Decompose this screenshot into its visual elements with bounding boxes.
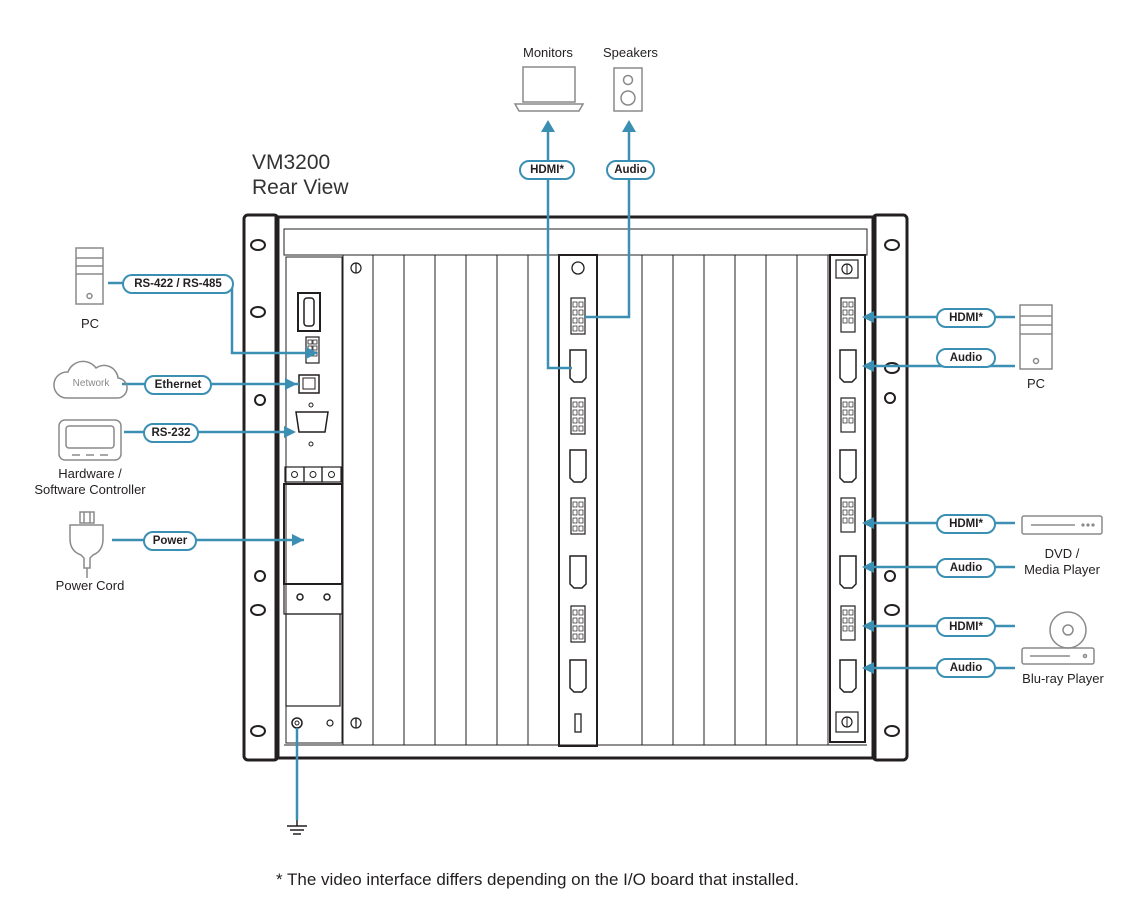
rs232-pill: RS-232 — [143, 423, 199, 443]
speakers-label: Speakers — [603, 45, 658, 60]
left-rack-ear — [242, 213, 280, 762]
hdmi-in-dvd-pill: HDMI* — [936, 514, 996, 534]
monitor-icon — [513, 66, 585, 112]
vm3200-chassis — [242, 213, 909, 762]
network-cloud-icon — [53, 360, 128, 399]
hdmi-in-pc-pill: HDMI* — [936, 308, 996, 328]
ground-icon — [287, 820, 307, 835]
hdmi-in-bluray-pill: HDMI* — [936, 617, 996, 637]
rs422-pill: RS-422 / RS-485 — [122, 274, 234, 294]
bluray-player-icon — [1021, 611, 1095, 665]
diagram-title-line1: VM3200 — [252, 151, 331, 174]
monitors-label: Monitors — [523, 45, 573, 60]
hdmi-out-line — [546, 130, 572, 370]
audio-in-pc-pill: Audio — [936, 348, 996, 368]
controller-label-line2: Software Controller — [34, 482, 146, 497]
pc-left-icon — [75, 247, 104, 305]
pc-left-label: PC — [80, 316, 100, 331]
audio-out-line — [585, 130, 631, 319]
controller-icon — [58, 419, 122, 461]
output-board — [558, 254, 598, 747]
pc-right-label: PC — [1026, 376, 1046, 391]
audio-in-dvd-pill: Audio — [936, 558, 996, 578]
dvd-label-line2: Media Player — [1024, 562, 1100, 577]
bluray-label: Blu-ray Player — [1022, 671, 1104, 686]
hdmi-in-port — [839, 349, 857, 383]
dvd-label-line1: DVD / — [1044, 546, 1080, 561]
audio-in-bluray-pill: Audio — [936, 658, 996, 678]
arrowheads — [284, 120, 874, 674]
ethernet-pill: Ethernet — [144, 375, 212, 395]
ground-terminal — [291, 717, 303, 729]
speaker-icon — [613, 67, 643, 112]
power-inlet — [283, 483, 343, 585]
network-label: Network — [73, 378, 111, 389]
diagram-title-line2: Rear View — [252, 176, 349, 199]
chassis-body — [274, 215, 877, 760]
power-plug-icon — [69, 511, 104, 578]
hdmi-out-port — [569, 349, 587, 383]
controller-label-line1: Hardware / — [58, 466, 122, 481]
power-switch[interactable] — [297, 292, 321, 332]
audio-in-port — [840, 297, 856, 333]
dvd-player-icon — [1021, 515, 1103, 535]
footnote: * The video interface differs depending … — [276, 870, 799, 889]
power-pill: Power — [143, 531, 197, 551]
rack-ear-holes — [250, 239, 900, 737]
audio-out-pill: Audio — [606, 160, 655, 180]
pc-right-icon — [1019, 304, 1053, 370]
power-cord-label: Power Cord — [55, 578, 125, 593]
rs232-port — [295, 411, 329, 433]
control-module — [283, 256, 343, 744]
slot-dividers — [342, 255, 829, 745]
chassis-top-strip — [283, 228, 868, 256]
input-board — [829, 254, 866, 743]
hdmi-out-pill: HDMI* — [519, 160, 575, 180]
right-rack-ear — [871, 213, 909, 762]
